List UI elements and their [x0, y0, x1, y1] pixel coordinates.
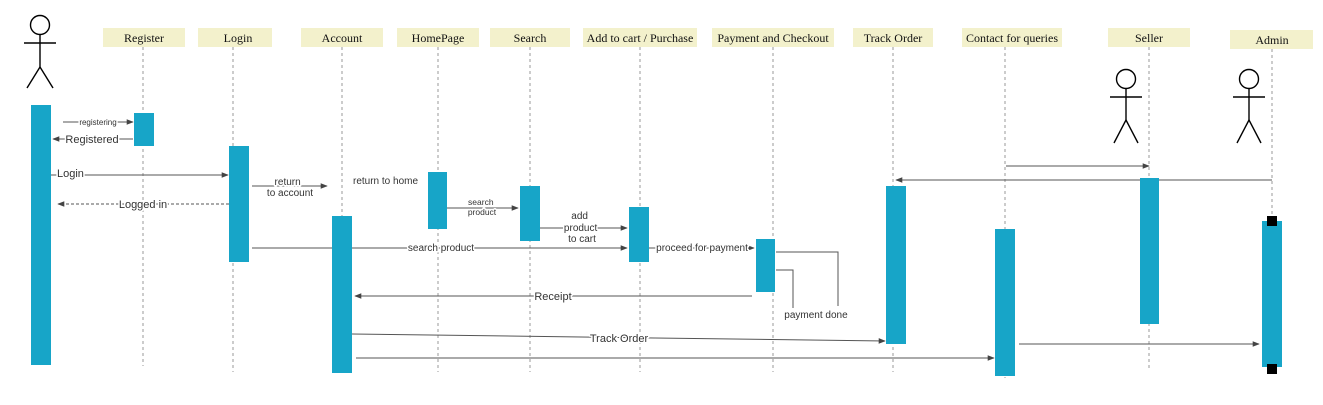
lifeline-label-admin: Admin: [1255, 33, 1288, 47]
message-label-add-product-to-cart-line-1: add: [571, 211, 588, 222]
lifeline-header-add-to-cart: [583, 28, 697, 47]
message-label-proceed-for-payment: proceed for payment: [656, 243, 748, 254]
lifeline-header-account: [301, 28, 383, 47]
lifeline-label-register: Register: [124, 31, 164, 45]
user-actor-left-leg: [26, 66, 41, 89]
lifeline-contact: Contact for queries: [962, 28, 1062, 378]
lifeline-seller: Seller: [1108, 28, 1190, 370]
message-track-order-arrow: [351, 333, 886, 344]
lifeline-header-seller: [1108, 28, 1190, 47]
message-label-search-product-short-line-1: search: [468, 197, 494, 207]
lifeline-header-contact: [962, 28, 1062, 47]
user-actor-head: [29, 14, 51, 36]
message-label-return-to-account-line-2: to account: [267, 188, 313, 199]
message-label-return-to-account: return to account: [267, 177, 313, 199]
lifeline-label-homepage: HomePage: [412, 31, 465, 45]
activation-bar-payment: [756, 239, 775, 292]
lifeline-header-login: [198, 28, 272, 47]
lifeline-header-register: [103, 28, 185, 47]
admin-actor-icon: [1233, 68, 1265, 144]
seller-actor-right-leg: [1125, 119, 1139, 144]
activation-bar-seller: [1140, 178, 1159, 324]
activation-bar-homepage: [428, 172, 447, 229]
lifeline-label-contact: Contact for queries: [966, 31, 1058, 45]
lifeline-register: Register: [103, 28, 185, 366]
lifeline-label-account: Account: [322, 31, 363, 45]
seller-actor-head: [1115, 68, 1137, 90]
message-payment-done-loop-outer: [776, 251, 839, 306]
activation-bar-contact: [995, 229, 1015, 376]
message-label-registered: Registered: [65, 134, 118, 146]
lifeline-header-track-order: [853, 28, 933, 47]
activation-bar-add-to-cart: [629, 207, 649, 262]
activation-bar-search: [520, 186, 540, 241]
message-label-search-product-short-line-2: product: [468, 207, 497, 217]
message-label-return-to-home: return to home: [353, 176, 418, 187]
message-label-search-product-short: search product: [468, 197, 497, 217]
seller-actor-icon: [1110, 68, 1142, 144]
message-label-payment-done: payment done: [784, 310, 848, 321]
admin-actor-head: [1238, 68, 1260, 90]
lifeline-admin: Admin: [1230, 30, 1313, 370]
message-label-login: Login: [57, 168, 84, 180]
lifeline-header-admin: [1230, 30, 1313, 49]
seller-actor-left-leg: [1113, 119, 1127, 144]
message-label-receipt: Receipt: [534, 291, 571, 303]
admin-bar-start-marker: [1267, 216, 1277, 226]
activation-bar-login: [229, 146, 249, 262]
message-payment-done-loop-inner: [776, 269, 794, 308]
lifeline-label-payment: Payment and Checkout: [717, 31, 829, 45]
lifeline-header-homepage: [397, 28, 479, 47]
message-label-track-order: Track Order: [590, 333, 649, 345]
message-label-return-to-account-line-1: return: [275, 177, 301, 188]
lifeline-label-add-to-cart: Add to cart / Purchase: [587, 31, 694, 45]
activation-bar-track-order: [886, 186, 906, 344]
message-label-add-product-to-cart: add product to cart: [564, 211, 600, 245]
admin-actor-right-leg: [1248, 119, 1262, 144]
message-label-registering: registering: [79, 118, 116, 127]
activation-bar-admin: [1262, 221, 1282, 367]
lifeline-payment: Payment and Checkout: [712, 28, 834, 372]
lifeline-label-track-order: Track Order: [864, 31, 923, 45]
lifeline-label-seller: Seller: [1135, 31, 1163, 45]
user-actor-right-leg: [39, 66, 54, 89]
admin-actor-left-leg: [1236, 119, 1250, 144]
lifeline-add-to-cart: Add to cart / Purchase: [583, 28, 697, 372]
lifeline-header-search: [490, 28, 570, 47]
message-label-add-product-to-cart-line-3: to cart: [568, 234, 596, 245]
activation-bar-register: [134, 113, 154, 146]
activation-bar-user: [31, 105, 51, 365]
activation-bar-account: [332, 216, 352, 373]
admin-bar-end-marker: [1267, 364, 1277, 374]
message-label-logged-in: Logged in: [119, 199, 167, 211]
message-label-search-product: search product: [408, 243, 474, 254]
lifeline-header-payment: [712, 28, 834, 47]
message-label-add-product-to-cart-line-2: product: [564, 223, 598, 234]
lifeline-label-search: Search: [514, 31, 547, 45]
user-actor-icon: [24, 14, 56, 89]
lifeline-label-login: Login: [224, 31, 253, 45]
